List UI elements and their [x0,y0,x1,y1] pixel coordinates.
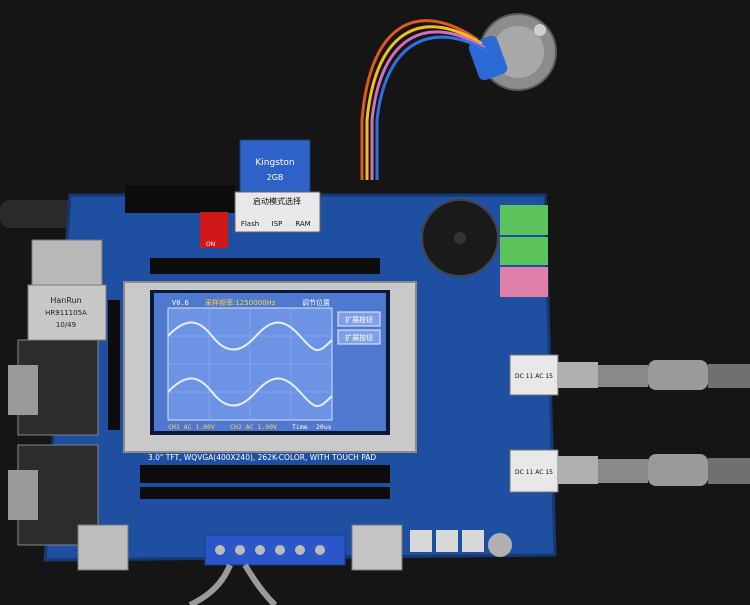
ext-button-1[interactable] [337,311,381,327]
audio-jacks [500,205,548,297]
probe-1-tag: DC 11 AC 15 [515,373,553,380]
ethernet-jack: HanRun HR911105A 10/49 [27,239,107,341]
lcd-wave-ch2 [167,377,333,407]
ext-button-2-label: 扩展按钮 [345,333,373,342]
lcd-screen: V0.6 采样频率:1250000Hz 调节位置 扩展按钮 扩展按钮 CH1 A… [154,293,386,431]
dip-switch: ON [200,212,228,248]
jack-code-label: 10/49 [56,321,76,329]
ext-button-1-label: 扩展按钮 [345,315,373,324]
lcd-grid [168,308,332,420]
boot-flash: Flash [241,220,259,228]
tft-caption: 3.0" TFT, WQVGA(400X240), 262K-COLOR, WI… [148,453,376,462]
boot-mode-block: 启动模式选择 Flash ISP RAM [234,191,321,233]
boot-ram: RAM [295,220,310,228]
probe-2: DC 11 AC 15 [509,449,750,493]
ext-button-2[interactable] [337,329,381,345]
lcd-ch1-readout: CH1 AC 1.00V [168,423,215,431]
probe-2-tag: DC 11 AC 15 [515,469,553,476]
serial-connectors [8,339,99,546]
sd-capacity: 2GB [267,173,284,182]
terminal-block [204,534,346,566]
push-buttons [410,530,512,557]
lcd-sample-rate: 采样频率:1250000Hz [205,298,276,307]
lcd-adjust-position: 调节位置 [302,298,330,307]
dip-on-label: ON [206,241,215,248]
lcd-version: V0.6 [172,299,189,307]
motor-wires [360,19,490,180]
sd-card: Kingston 2GB [239,139,311,193]
boot-isp: ISP [272,220,283,228]
usb-b-connector [351,524,403,571]
jack-model-label: HR911105A [45,309,87,317]
jack-brand-label: HanRun [50,296,81,305]
power-cable [0,200,75,228]
lcd-wave-ch1 [167,321,333,351]
lcd-ch2-readout: CH2 AC 1.00V [230,423,277,431]
lcd-time-value: 20us [316,423,332,431]
lcd-time-label: Time [292,423,308,431]
probe-1: DC 11 AC 15 [509,354,750,396]
sd-brand: Kingston [255,158,294,168]
boot-mode-title: 启动模式选择 [253,196,301,206]
bottom-cables [188,563,278,605]
usb-connector [77,524,129,571]
